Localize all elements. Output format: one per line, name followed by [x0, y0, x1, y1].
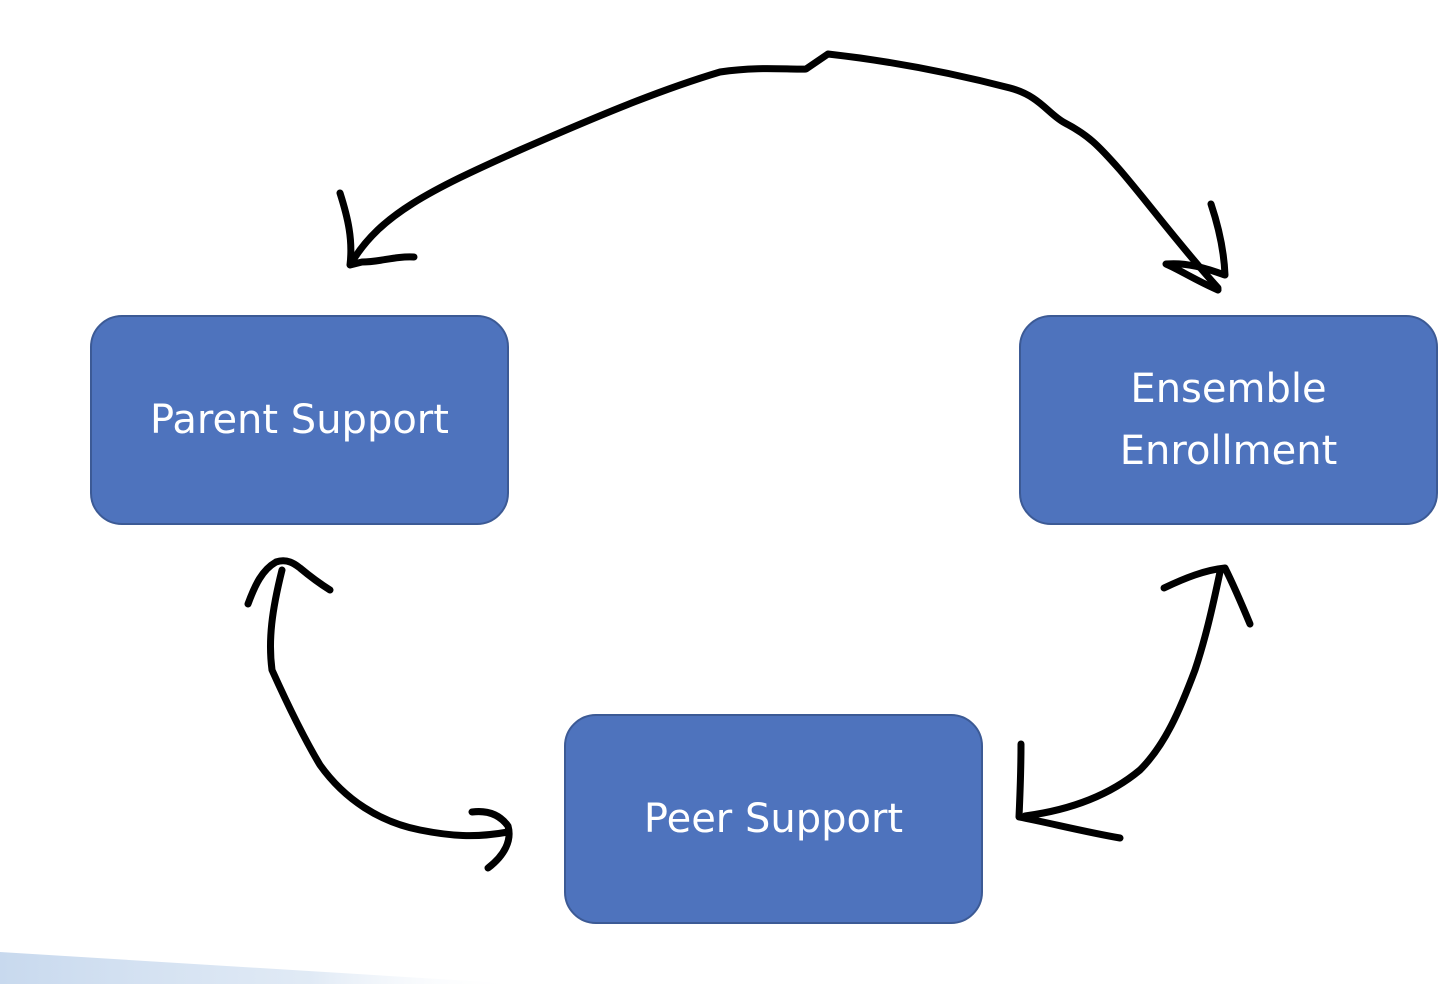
node-parent-support[interactable]: Parent Support	[90, 315, 509, 525]
node-peer-support[interactable]: Peer Support	[564, 714, 983, 924]
arrowhead-peer-right	[1015, 740, 1124, 842]
edge-parent-ensemble	[336, 50, 1229, 294]
arrowhead-parent-top	[336, 189, 418, 269]
edge-peer-ensemble	[1015, 564, 1254, 842]
edge-parent-peer	[244, 557, 513, 872]
arc-left	[266, 566, 512, 840]
arrowhead-peer-left	[468, 808, 513, 872]
arrowhead-ensemble-top	[1162, 200, 1229, 294]
arc-top	[348, 50, 1222, 292]
node-label-line-1: Ensemble	[1130, 366, 1327, 412]
arc-right	[1021, 568, 1224, 820]
node-label: Parent Support	[150, 397, 449, 443]
arrowhead-ensemble-right	[1160, 564, 1254, 628]
node-ensemble-enrollment[interactable]: Ensemble Enrollment	[1019, 315, 1438, 525]
node-label-line-2: Enrollment	[1119, 428, 1338, 474]
arrowhead-parent-left	[244, 557, 334, 608]
node-label: Peer Support	[643, 796, 904, 842]
